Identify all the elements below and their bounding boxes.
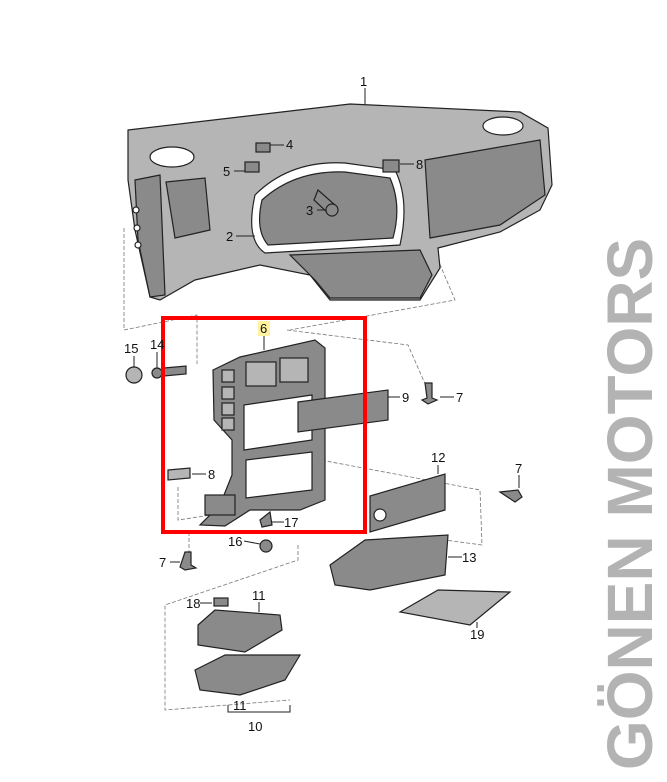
glove-insert[interactable] <box>197 609 283 653</box>
label-part-4[interactable]: 4 <box>286 137 293 152</box>
storage-tray[interactable] <box>329 534 449 591</box>
ashtray-trim[interactable] <box>369 473 446 533</box>
label-part-8[interactable]: 8 <box>208 467 215 482</box>
label-part-2[interactable]: 2 <box>226 229 233 244</box>
tray-mat[interactable] <box>398 589 512 626</box>
label-part-14[interactable]: 14 <box>150 337 164 352</box>
label-part-11[interactable]: 11 <box>252 588 266 603</box>
label-part-16[interactable]: 16 <box>228 534 242 549</box>
watermark: GÖNEN MOTORS <box>594 238 666 770</box>
label-part-19[interactable]: 19 <box>470 627 484 642</box>
label-part-7[interactable]: 7 <box>456 390 463 405</box>
label-part-15[interactable]: 15 <box>124 341 138 356</box>
label-part-13[interactable]: 13 <box>462 550 476 565</box>
label-part-9[interactable]: 9 <box>402 390 409 405</box>
label-part-6-selected[interactable]: 6 <box>260 321 267 336</box>
label-part-8[interactable]: 8 <box>416 157 423 172</box>
label-part-7[interactable]: 7 <box>515 461 522 476</box>
label-part-12[interactable]: 12 <box>431 450 445 465</box>
glove-box[interactable] <box>194 654 302 696</box>
highlight-box <box>161 316 367 534</box>
assembly-lines <box>123 169 483 713</box>
label-part-1[interactable]: 1 <box>360 74 367 89</box>
label-part-10[interactable]: 10 <box>248 719 262 734</box>
label-part-18[interactable]: 18 <box>186 596 200 611</box>
selected-label-bg <box>258 321 270 336</box>
label-part-3[interactable]: 3 <box>306 203 313 218</box>
dashboard-panel[interactable] <box>127 103 553 301</box>
small-clips <box>244 142 400 217</box>
fasteners <box>125 365 523 607</box>
label-part-17[interactable]: 17 <box>284 515 298 530</box>
center-console-frame[interactable] <box>198 339 326 527</box>
leader-lines <box>133 88 520 628</box>
label-part-7[interactable]: 7 <box>159 555 166 570</box>
label-part-5[interactable]: 5 <box>223 164 230 179</box>
label-part-11[interactable]: 11 <box>233 698 247 713</box>
part-labels: 1 4 5 8 3 2 6 15 14 9 7 8 12 7 17 16 7 1… <box>124 74 522 734</box>
